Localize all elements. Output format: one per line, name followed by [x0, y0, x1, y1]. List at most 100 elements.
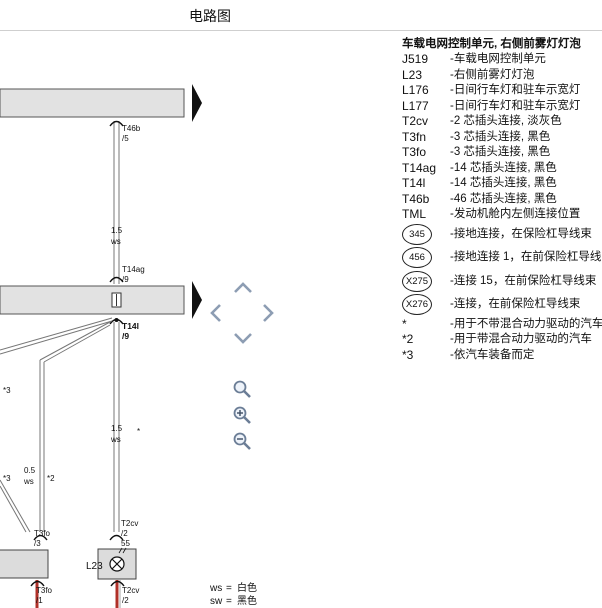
chevron-up-icon	[234, 282, 252, 293]
legend-item: L23-右侧前雾灯灯泡	[402, 68, 602, 84]
legend-note: *2-用于带混合动力驱动的汽车	[402, 332, 602, 348]
legend-desc: -连接，在前保险杠导线束	[450, 298, 581, 310]
legend-desc: -接地连接，在保险杠导线束	[450, 227, 592, 240]
label-t14l-pin: /9	[122, 331, 129, 341]
note-marker: *3	[402, 347, 414, 362]
legend-item: L176 -日间行车灯和驻车示宽灯	[402, 83, 602, 99]
legend-item: L177 -日间行车灯和驻车示宽灯	[402, 99, 602, 115]
color-key-ws-name: 白色	[237, 581, 257, 594]
legend-code: L23	[402, 67, 423, 82]
zoom-in-icon	[233, 406, 251, 424]
zoom-in-button[interactable]	[232, 405, 252, 425]
legend-item: T3fn -3 芯插头连接, 黑色	[402, 130, 602, 146]
legend-code: L176	[402, 83, 429, 97]
legend-desc: -车载电网控制单元	[450, 53, 546, 65]
component-box-left	[0, 549, 49, 579]
legend-note: *-用于不带混合动力驱动的汽车	[402, 317, 602, 333]
legend-item: T3fo-3 芯插头连接, 黑色	[402, 145, 602, 161]
footnote-star: *	[137, 427, 140, 436]
legend-desc: -日间行车灯和驻车示宽灯	[450, 99, 581, 112]
chevron-down-icon	[234, 333, 252, 344]
legend-desc: -连接 15，在前保险杠导线束	[450, 274, 597, 287]
wire-size-upper: 1.5	[111, 226, 123, 235]
label-t46b-pin: /5	[122, 134, 129, 143]
color-key-ws-abbr: ws	[209, 583, 222, 594]
label-t14ag-pin: /9	[122, 275, 129, 284]
pan-left-button[interactable]	[209, 302, 223, 324]
label-t3fo-top: T3fo	[34, 529, 51, 538]
page-title: 电路图	[189, 8, 231, 24]
color-key-sw-abbr: sw	[210, 596, 223, 607]
search-button[interactable]	[232, 379, 252, 399]
legend-ground-item: X276 -连接，在前保险杠导线束	[402, 293, 602, 317]
legend-desc: -接地连接 1，在前保险杠导线	[450, 251, 602, 263]
chevron-right-icon	[263, 304, 274, 322]
label-t3fo-bot: T3fo	[36, 586, 53, 595]
legend-ground-item: 345-接地连接，在保险杠导线束	[402, 223, 602, 247]
chevron-left-icon	[210, 304, 221, 322]
svg-text:=: =	[226, 596, 232, 607]
label-t2cv-bot: T2cv	[122, 586, 139, 595]
legend-item: T14l -14 芯插头连接, 黑色	[402, 176, 602, 192]
legend-code: T3fn	[402, 129, 427, 144]
legend-desc: -用于不带混合动力驱动的汽车	[450, 317, 602, 330]
legend-ground-item: 456 -接地连接 1，在前保险杠导线	[402, 246, 602, 270]
legend-ground-item: X275 -连接 15，在前保险杠导线束	[402, 270, 602, 294]
legend-code: T14ag	[402, 160, 437, 175]
bar-upper-arrow	[192, 84, 202, 122]
legend-item: T14ag-14 芯插头连接, 黑色	[402, 161, 602, 177]
pan-down-button[interactable]	[232, 331, 254, 345]
footnote-star3-b: *3	[3, 474, 11, 483]
label-t2cv-bot-pin: /2	[122, 596, 129, 605]
legend-item: T2cv-2 芯插头连接, 淡灰色	[402, 114, 602, 130]
control-unit-bar-lower	[0, 285, 185, 315]
legend-desc: -3 芯插头连接, 黑色	[450, 146, 551, 158]
bottom-wires	[35, 580, 121, 608]
label-lamp-l23: L23	[86, 561, 103, 572]
pan-up-button[interactable]	[232, 281, 254, 295]
legend-item: T46b -46 芯插头连接, 黑色	[402, 192, 602, 208]
footnote-star2: *2	[47, 474, 55, 483]
bar-lower-arrow	[192, 281, 202, 319]
label-t3fo-top-pin: /3	[34, 539, 41, 548]
legend-desc: -2 芯插头连接, 淡灰色	[450, 115, 562, 127]
legend-desc: -14 芯插头连接, 黑色	[450, 177, 557, 189]
legend-note: *3 -依汽车装备而定	[402, 348, 602, 364]
circuit-diagram: T46b /5 T14ag /9 T14l /9 T3fo /3 T2cv /2…	[0, 84, 257, 608]
zoom-out-icon	[233, 432, 251, 450]
label-t3fo-bot-pin: /1	[36, 596, 43, 605]
label-t2cv-top: T2cv	[121, 519, 138, 528]
ground-symbol: 456	[402, 247, 432, 268]
label-t46b: T46b	[122, 124, 141, 133]
legend-desc: -日间行车灯和驻车示宽灯	[450, 84, 581, 96]
left-wires	[0, 317, 113, 533]
legend-desc: -46 芯插头连接, 黑色	[450, 192, 557, 205]
svg-text:=: =	[226, 583, 232, 594]
legend-code: TML	[402, 207, 426, 221]
legend-item: J519 -车载电网控制单元	[402, 52, 602, 68]
connection-symbol: X275	[402, 270, 432, 292]
color-key-sw-name: 黑色	[237, 594, 257, 607]
legend-desc: -发动机舱内左侧连接位置	[450, 208, 581, 220]
legend-code: J519	[402, 52, 429, 66]
footnote-star3-a: *3	[3, 386, 11, 395]
label-pin-55: 55	[121, 539, 130, 548]
control-unit-bar-upper	[0, 88, 185, 118]
legend-desc: -3 芯插头连接, 黑色	[450, 130, 551, 143]
label-t14l: T14l	[122, 321, 139, 331]
main-wire	[113, 121, 120, 532]
legend-code: T14l	[402, 176, 426, 190]
legend-code: L177	[402, 98, 429, 113]
search-icon	[233, 380, 251, 398]
pan-right-button[interactable]	[261, 302, 275, 324]
zoom-out-button[interactable]	[232, 431, 252, 451]
legend-title: 车载电网控制单元, 右侧前雾灯灯泡	[402, 38, 581, 50]
component-legend: 车载电网控制单元, 右侧前雾灯灯泡 J519 -车载电网控制单元 L23-右侧前雾…	[402, 36, 602, 363]
wire-color-left: ws	[23, 477, 34, 486]
note-marker: *2	[402, 332, 414, 346]
legend-desc: -依汽车装备而定	[450, 348, 535, 361]
label-t2cv-top-pin: /2	[121, 529, 128, 538]
connection-symbol: X276	[402, 294, 432, 315]
header-divider	[0, 30, 602, 31]
legend-code: T46b	[402, 191, 430, 206]
